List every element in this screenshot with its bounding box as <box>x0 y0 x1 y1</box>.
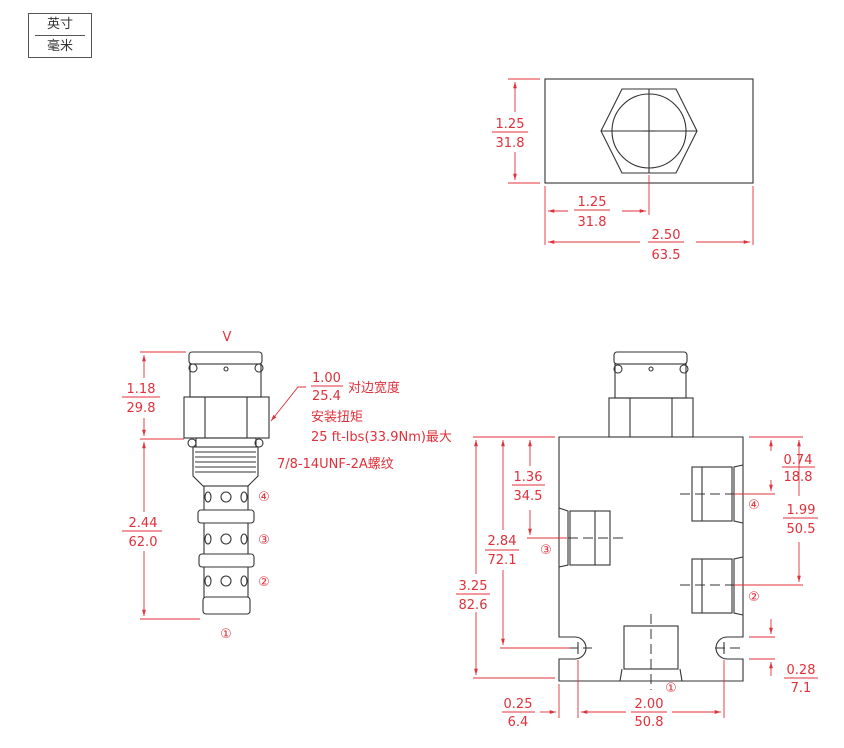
top-height-in: 1.25 <box>496 117 525 132</box>
thread-spec: 7/8-14UNF-2A螺纹 <box>277 457 394 472</box>
front-port-4: ④ <box>748 498 760 513</box>
top-view: 1.25 31.8 1.25 31.8 2.50 63.5 <box>492 78 754 263</box>
torque-value: 25 ft-lbs(33.9Nm)最大 <box>311 430 452 445</box>
hole-spacing-in: 2.00 <box>635 697 664 712</box>
top-width-in: 2.50 <box>652 228 681 243</box>
body-length-in: 2.44 <box>129 516 158 531</box>
port4-depth-in: 0.74 <box>784 453 813 468</box>
port2-depth-in: 1.99 <box>787 503 816 518</box>
unit-mm: 毫米 <box>46 39 73 54</box>
top-width-mm: 63.5 <box>652 248 681 263</box>
cartridge-port-4: ④ <box>258 490 270 505</box>
hole-bottom-mm: 7.1 <box>791 681 812 696</box>
port2-depth-mm: 50.5 <box>787 522 816 537</box>
hex-note: 对边宽度 <box>348 380 400 396</box>
port4-depth-mm: 18.8 <box>784 470 813 485</box>
total-height-in: 3.25 <box>459 579 488 594</box>
total-height-mm: 82.6 <box>459 598 488 613</box>
hole-side-in: 0.25 <box>504 697 533 712</box>
head-height-in: 1.18 <box>127 382 156 397</box>
hole-side-mm: 6.4 <box>508 715 529 730</box>
hole-height-mm: 72.1 <box>488 553 517 568</box>
port3-depth-in: 1.36 <box>514 470 543 485</box>
front-view: ④ ③ ② ① 1.36 34.5 2.84 72.1 3.25 82.6 0.… <box>456 351 818 730</box>
unit-inch: 英寸 <box>46 17 73 32</box>
port3-depth-mm: 34.5 <box>514 489 543 504</box>
head-height-mm: 29.8 <box>127 401 156 416</box>
hole-height-in: 2.84 <box>488 534 517 549</box>
top-center-in: 1.25 <box>578 195 607 210</box>
cartridge-port-2: ② <box>258 575 270 590</box>
top-center-mm: 31.8 <box>578 215 607 230</box>
cartridge-port-1: ① <box>220 627 232 642</box>
cartridge-label: V <box>223 330 232 345</box>
cartridge-view: V ④ ③ ② ① 1.18 <box>122 330 452 642</box>
top-height-mm: 31.8 <box>496 136 525 151</box>
body-length-mm: 62.0 <box>129 535 158 550</box>
hole-spacing-mm: 50.8 <box>635 715 664 730</box>
hex-in: 1.00 <box>312 371 341 386</box>
unit-divider <box>35 35 85 36</box>
front-port-1: ① <box>665 681 677 696</box>
hole-bottom-in: 0.28 <box>787 663 816 678</box>
front-port-2: ② <box>748 590 760 605</box>
torque-label: 安装扭矩 <box>311 410 363 425</box>
cartridge-port-3: ③ <box>258 533 270 548</box>
unit-legend: 英寸 毫米 <box>28 13 92 58</box>
hex-mm: 25.4 <box>312 389 341 404</box>
front-port-3: ③ <box>540 543 552 558</box>
